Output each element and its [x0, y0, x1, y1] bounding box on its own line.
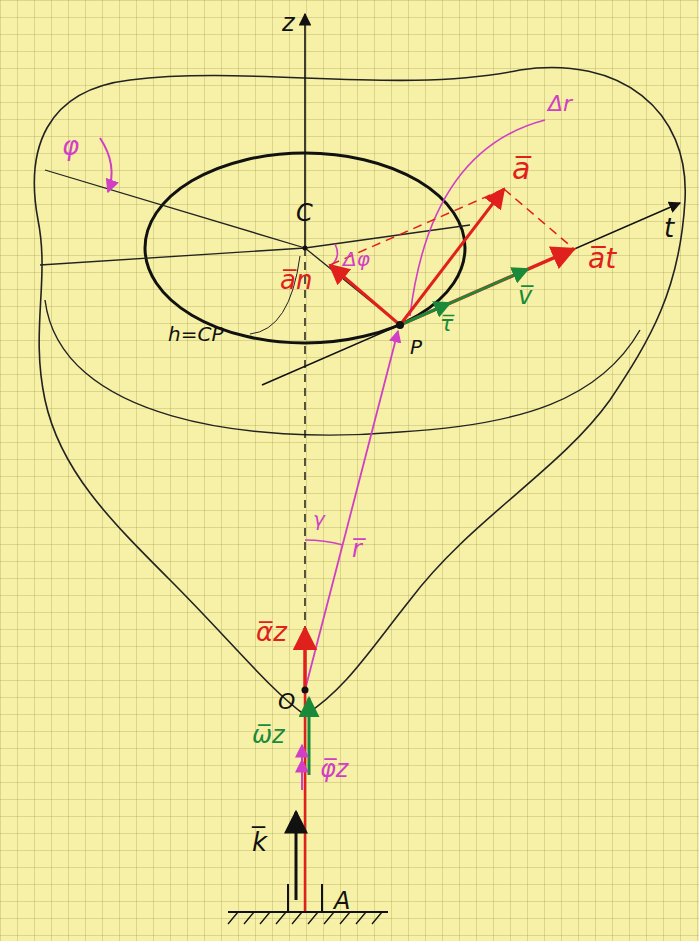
vector-label: ω̅z — [252, 722, 285, 748]
point-label: O — [278, 690, 295, 714]
construction-line — [504, 189, 574, 249]
distance-label: h=CP — [168, 323, 223, 345]
point-label: A — [334, 888, 350, 914]
axis-label: t — [664, 214, 674, 243]
phi-arrow — [100, 138, 112, 192]
axis-label: z — [282, 10, 295, 36]
angle-label: γ — [313, 508, 325, 530]
reference-line — [305, 225, 470, 248]
point-p — [396, 321, 404, 329]
vector-label: τ̅ — [440, 312, 453, 336]
vector-label: v̅ — [518, 283, 532, 309]
path-circle — [145, 153, 465, 343]
unit-vector-k — [295, 812, 298, 900]
vector-label: r̅ — [352, 536, 362, 562]
angle-increment-label: Δφ — [343, 248, 370, 270]
angle-vector-second-head — [301, 760, 303, 790]
point-c — [303, 246, 308, 251]
point-label: P — [410, 336, 422, 358]
body-outline — [34, 68, 685, 715]
section-edge — [45, 300, 640, 435]
angular-velocity — [308, 698, 311, 775]
reference-line — [40, 248, 305, 265]
velocity-vector — [400, 269, 528, 325]
acceleration-vector — [400, 189, 504, 325]
ground-hatching — [228, 912, 382, 924]
gamma-arc — [305, 540, 343, 545]
normal-acceleration — [330, 265, 400, 325]
z-axis-dashed — [304, 248, 305, 690]
vector-label: a̅n — [280, 266, 312, 295]
bearing — [321, 884, 323, 912]
bearing — [287, 884, 289, 912]
angle-label: φ — [62, 132, 79, 161]
vector-label: k̅ — [252, 828, 267, 857]
ground — [228, 911, 388, 913]
angular-acceleration — [303, 628, 307, 690]
radius-line — [305, 248, 400, 325]
point-o — [302, 687, 309, 694]
shaft — [304, 690, 307, 912]
vector-label: α̅z — [256, 618, 287, 647]
tangential-acceleration — [400, 249, 574, 325]
vector-label: a̅t — [588, 244, 616, 275]
vector-label: φ̅z — [320, 756, 348, 782]
angle-vector — [301, 745, 303, 790]
displacement-label: Δr — [548, 92, 572, 116]
vector-label: a̅ — [512, 152, 530, 185]
point-label: C — [296, 200, 313, 226]
position-vector — [305, 331, 398, 690]
reference-line — [45, 170, 305, 248]
